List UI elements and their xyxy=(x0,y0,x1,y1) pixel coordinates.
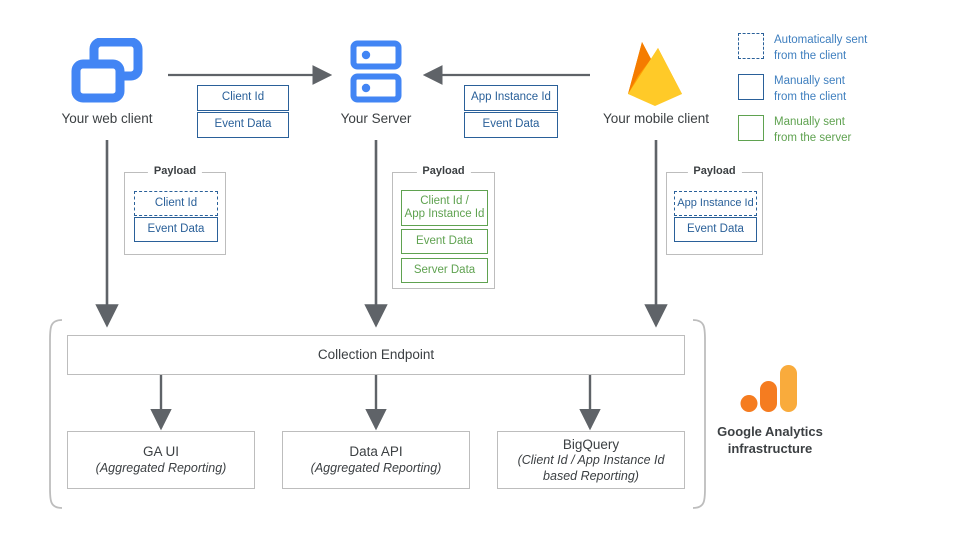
output-data-api-note: (Aggregated Reporting) xyxy=(310,460,442,475)
output-ga-ui-name: GA UI xyxy=(142,444,179,460)
payload-web-item-client-id: Client Id xyxy=(134,191,218,216)
transfer-box-mobile-app-instance-id: App Instance Id xyxy=(464,85,558,111)
payload-web-title: Payload xyxy=(147,165,203,177)
output-ga-ui-note: (Aggregated Reporting) xyxy=(95,460,227,475)
google-analytics-caption: Google Analytics infrastructure xyxy=(717,424,823,456)
transfer-box-mobile-event-data: Event Data xyxy=(464,112,558,138)
web-client-node xyxy=(70,38,144,106)
payload-mobile-item-app-instance-id: App Instance Id xyxy=(674,191,757,216)
output-bigquery-name: BigQuery xyxy=(562,436,620,452)
output-bigquery-note: (Client Id / App Instance Id based Repor… xyxy=(517,453,665,483)
payload-mobile-item-event-data: Event Data xyxy=(674,217,757,242)
infrastructure-bracket-right xyxy=(692,319,706,509)
payload-server-item-event-data: Event Data xyxy=(401,229,488,254)
collection-endpoint-box: Collection Endpoint xyxy=(67,335,685,375)
payload-mobile-title: Payload xyxy=(687,165,742,177)
payload-mobile: Payload App Instance Id Event Data xyxy=(666,165,763,255)
browser-windows-icon xyxy=(71,38,143,103)
transfer-box-web-client-id: Client Id xyxy=(197,85,289,111)
infrastructure-bracket-left xyxy=(49,319,63,509)
mobile-client-label: Your mobile client xyxy=(602,111,710,126)
legend-label-manual-client: Manually sent from the client xyxy=(774,75,847,103)
transfer-box-web-event-data: Event Data xyxy=(197,112,289,138)
output-box-data-api: Data API (Aggregated Reporting) xyxy=(282,431,470,489)
firebase-flame-icon xyxy=(628,42,682,106)
payload-server: Payload Client Id / App Instance Id Even… xyxy=(392,165,495,289)
payload-web: Payload Client Id Event Data xyxy=(124,165,226,255)
legend-item-automatic-client: Automatically sent from the client xyxy=(738,33,867,64)
legend-label-automatic-client: Automatically sent from the client xyxy=(774,34,868,62)
server-label: Your Server xyxy=(340,111,412,126)
payload-web-item-event-data: Event Data xyxy=(134,217,218,242)
google-analytics-bars-icon xyxy=(740,365,797,412)
payload-server-title: Payload xyxy=(416,165,471,177)
payload-server-item-client-or-app-instance-id: Client Id / App Instance Id xyxy=(401,190,488,226)
server-racks-icon xyxy=(350,40,402,103)
legend-item-manual-client: Manually sent from the client xyxy=(738,74,846,105)
mobile-client-node xyxy=(620,36,690,110)
output-box-bigquery: BigQuery (Client Id / App Instance Id ba… xyxy=(497,431,685,489)
legend-swatch-solid-green-icon xyxy=(738,115,764,141)
legend-label-manual-server: Manually sent from the server xyxy=(774,116,852,144)
web-client-label: Your web client xyxy=(61,111,153,126)
server-node xyxy=(350,40,402,104)
legend-swatch-solid-blue-icon xyxy=(738,74,764,100)
output-box-ga-ui: GA UI (Aggregated Reporting) xyxy=(67,431,255,489)
legend-item-manual-server: Manually sent from the server xyxy=(738,115,851,146)
output-data-api-name: Data API xyxy=(349,444,403,460)
collection-endpoint-label: Collection Endpoint xyxy=(317,347,435,363)
google-analytics-logo xyxy=(740,365,800,421)
payload-server-item-server-data: Server Data xyxy=(401,258,488,283)
legend-swatch-dashed-blue-icon xyxy=(738,33,764,59)
